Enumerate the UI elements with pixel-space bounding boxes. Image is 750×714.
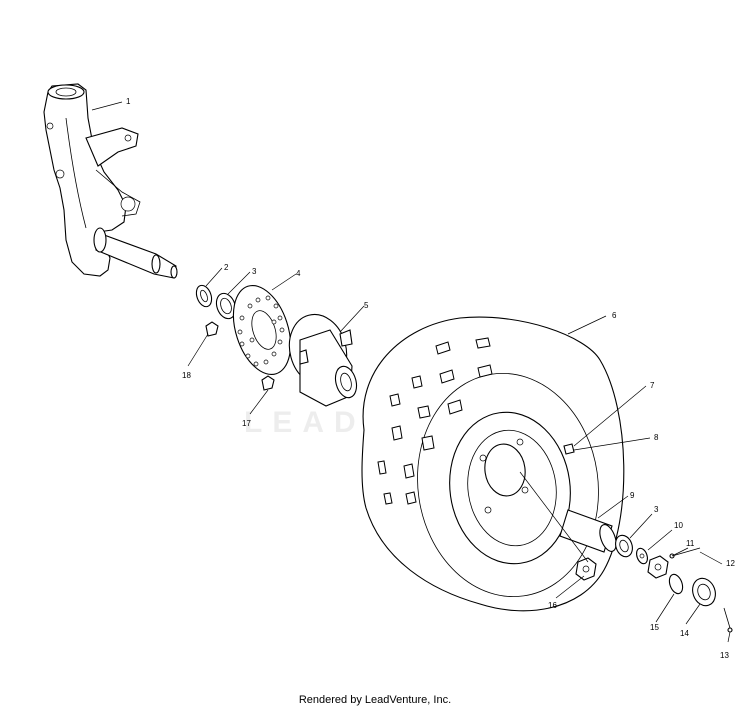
callout-15: 15 — [650, 623, 659, 632]
callout-5: 5 — [364, 301, 369, 310]
bolt-17[interactable] — [261, 375, 275, 391]
lug-nut[interactable] — [575, 557, 597, 581]
callout-12: 12 — [726, 559, 735, 568]
brake-disc[interactable] — [223, 278, 301, 382]
valve-stem[interactable] — [563, 443, 575, 455]
callout-3b: 3 — [654, 505, 659, 514]
callout-6: 6 — [612, 311, 617, 320]
callout-8: 8 — [654, 433, 659, 442]
callout-10: 10 — [674, 521, 683, 530]
spindle-knuckle[interactable] — [43, 83, 178, 279]
callout-18: 18 — [182, 371, 191, 380]
wheel-hub[interactable] — [282, 308, 360, 407]
spindle-nut[interactable] — [647, 555, 669, 579]
callout-2: 2 — [224, 263, 229, 272]
cap-screw[interactable] — [723, 607, 733, 633]
washer[interactable] — [635, 547, 650, 565]
callout-11: 11 — [686, 539, 695, 548]
seal-ring[interactable] — [667, 573, 685, 596]
callout-7: 7 — [650, 381, 655, 390]
callout-4: 4 — [296, 269, 301, 278]
callout-13: 13 — [720, 651, 729, 660]
callout-1: 1 — [126, 97, 131, 106]
tire[interactable] — [361, 316, 625, 612]
callout-9: 9 — [630, 491, 635, 500]
callout-17: 17 — [242, 419, 251, 428]
footer-credit: Rendered by LeadVenture, Inc. — [298, 694, 452, 706]
bearing-lower[interactable] — [613, 533, 636, 559]
callout-3: 3 — [252, 267, 257, 276]
callout-14: 14 — [680, 629, 689, 638]
seal[interactable] — [194, 283, 215, 308]
hub-cap[interactable] — [689, 575, 719, 609]
spacer-tube[interactable] — [559, 509, 619, 554]
callout-16: 16 — [548, 601, 557, 610]
